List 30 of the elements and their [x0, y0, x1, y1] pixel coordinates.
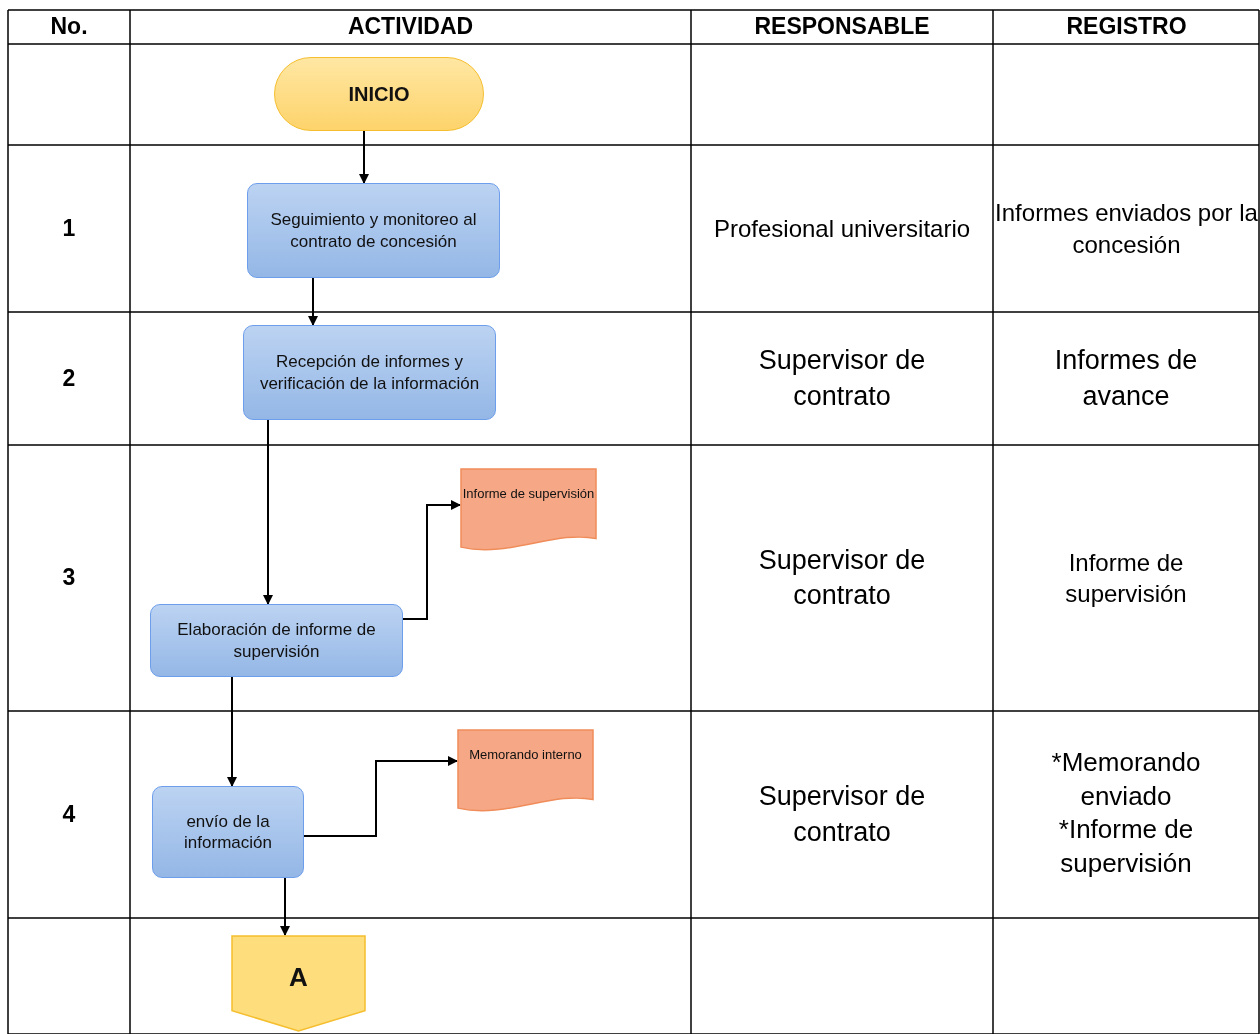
table-text: Informes enviados por la concesión: [994, 198, 1259, 260]
row-number: 3: [62, 563, 76, 593]
table-text: Supervisor de contrato: [757, 780, 927, 849]
process-box: Seguimiento y monitoreo al contrato de concesión: [247, 183, 500, 278]
arrow: [227, 676, 237, 787]
table-text: Informe de supervisión: [1064, 547, 1188, 609]
arrow: [303, 756, 458, 837]
table-text: Profesional universitario: [713, 213, 971, 244]
column-header: ACTIVIDAD: [347, 12, 474, 42]
table-text: Supervisor de contrato: [757, 344, 927, 413]
process-box: Elaboración de informe de supervisión: [150, 604, 403, 677]
column-header: REGISTRO: [1066, 12, 1187, 42]
row-number: 1: [62, 213, 76, 243]
process-box: envío de la información: [152, 786, 304, 878]
process-box: Recepción de informes y verificación de la información: [243, 325, 496, 420]
row-number: 4: [62, 799, 76, 829]
arrow: [402, 500, 461, 620]
table-text: Supervisor de contrato: [757, 543, 927, 612]
off-page-connector: A: [231, 935, 366, 1032]
table-text: *Informe de supervisión: [1057, 813, 1195, 880]
column-header: No.: [50, 12, 88, 42]
arrow: [308, 277, 318, 326]
arrow: [280, 877, 290, 936]
table-text: Informes de avance: [1053, 344, 1199, 413]
arrow: [263, 419, 273, 605]
table-text: *Memorando enviado: [1050, 746, 1202, 813]
arrow: [359, 130, 369, 184]
start-terminal: INICIO: [274, 57, 484, 131]
row-number: 2: [62, 363, 76, 393]
column-header: RESPONSABLE: [754, 12, 930, 42]
